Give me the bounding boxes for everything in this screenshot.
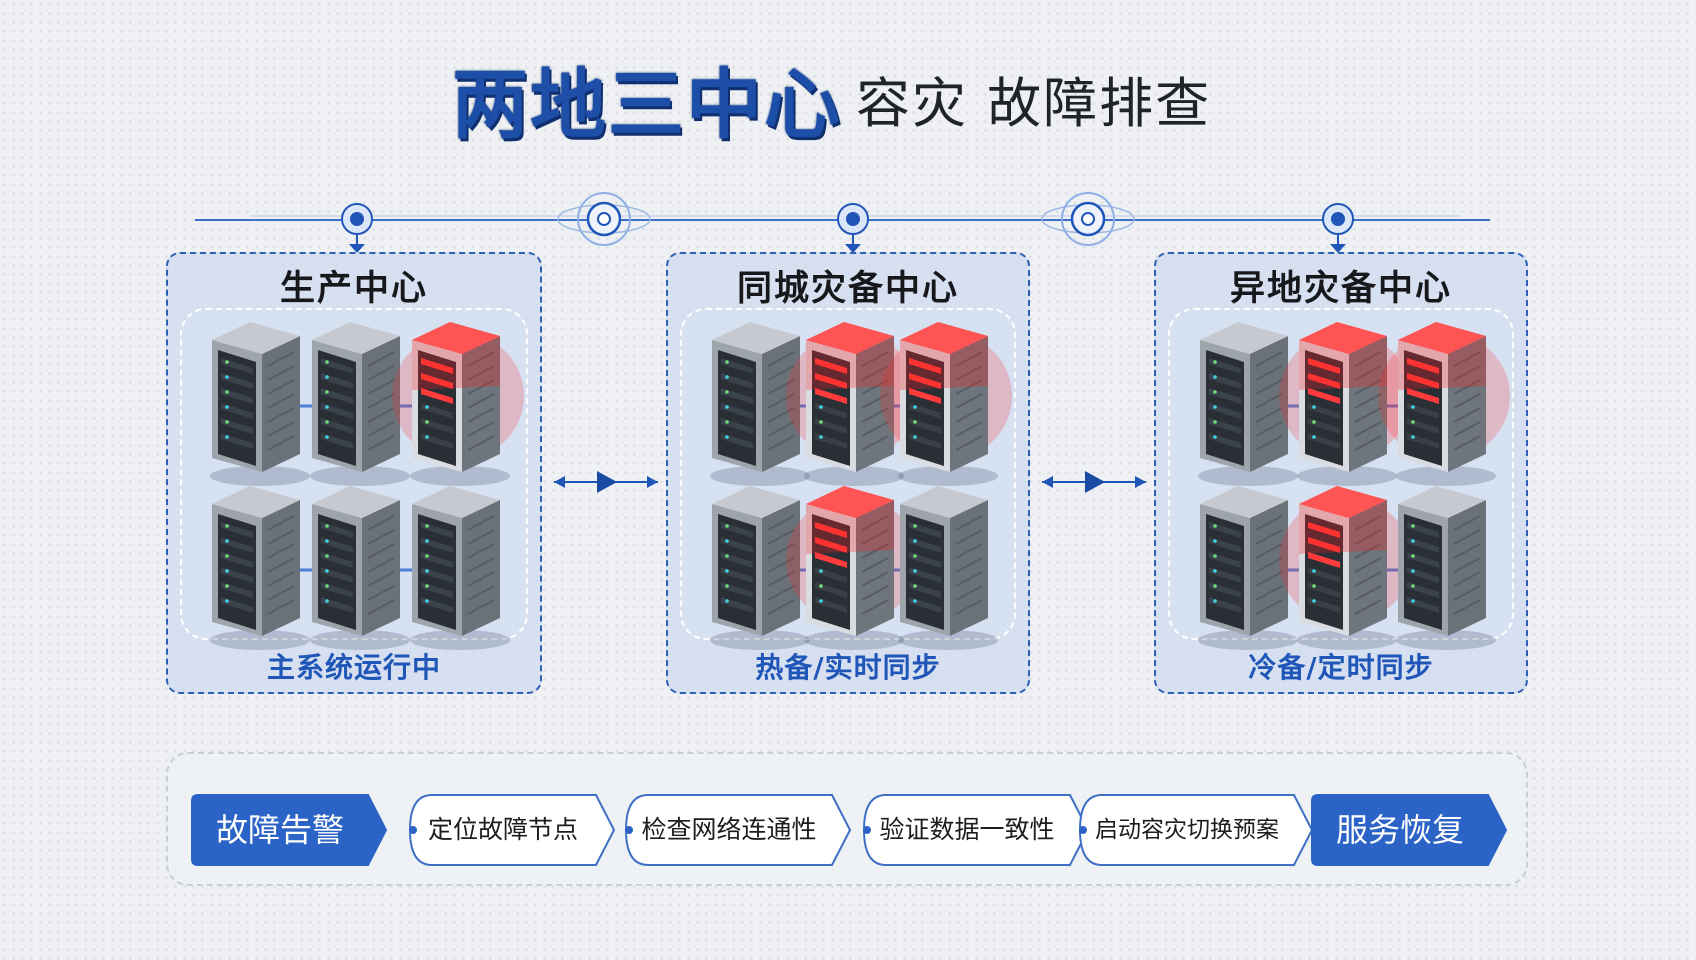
- center-same-city-dr: 同城灾备中心 热备/实时同步: [666, 252, 1030, 694]
- server-rack-icon: [1378, 322, 1510, 486]
- center-title: 异地灾备中心: [1229, 269, 1452, 309]
- flow-step-shape: [191, 794, 388, 866]
- server-rack-icon: [1396, 486, 1496, 650]
- page-title: 两地三中心 容灾 故障排查: [452, 48, 1212, 149]
- server-grid: [710, 322, 1012, 650]
- center-title: 生产中心: [279, 269, 428, 309]
- flow-connector-dot: [863, 826, 871, 834]
- flow-connector-dot: [1311, 826, 1319, 834]
- flow-step-start-failover: 启动容灾切换预案: [1095, 817, 1279, 843]
- flow-step-shape: [408, 794, 616, 866]
- title-sub: 容灾 故障排查: [856, 71, 1212, 135]
- center-title: 同城灾备中心: [736, 269, 959, 309]
- bidirectional-arrow-icon: [1042, 471, 1146, 493]
- flow-step-check-network: 检查网络连通性: [641, 815, 817, 844]
- server-rack-icon: [1198, 322, 1298, 486]
- server-rack-icon: [786, 322, 918, 486]
- location-pin-icon: [837, 203, 869, 253]
- center-status: 热备/实时同步: [755, 651, 941, 684]
- flow-connector-dot: [625, 826, 633, 834]
- center-status: 主系统运行中: [266, 651, 441, 684]
- server-rack-icon: [392, 322, 524, 486]
- flow-step-shape: [624, 794, 852, 866]
- center-remote-dr: 异地灾备中心 冷备/定时同步: [1154, 252, 1528, 694]
- server-rack-icon: [310, 322, 410, 486]
- server-rack-icon: [310, 486, 410, 650]
- flow-step-fault-alert: 故障告警: [215, 811, 344, 849]
- server-rack-icon: [786, 486, 918, 650]
- server-rack-icon: [710, 322, 810, 486]
- location-pin-icon: [1322, 203, 1354, 253]
- title-main: 两地三中心: [452, 60, 842, 149]
- server-rack-icon: [1198, 486, 1298, 650]
- flow-step-locate-node: 定位故障节点: [427, 815, 578, 844]
- flow-step-service-restore: 服务恢复: [1335, 811, 1464, 849]
- flow-step-verify-data: 验证数据一致性: [879, 815, 1055, 844]
- flow-connector-dot: [409, 826, 417, 834]
- flow-step-shape: [1078, 794, 1314, 866]
- location-pin-icon: [341, 203, 373, 253]
- server-rack-icon: [210, 322, 310, 486]
- sync-ring-icon: [557, 192, 651, 246]
- server-rack-icon: [710, 486, 810, 650]
- flow-connector-dot: [1079, 826, 1087, 834]
- server-rack-icon: [1279, 322, 1411, 486]
- center-production: 生产中心 主系统运行中: [166, 252, 542, 694]
- sync-ring-icon: [1041, 192, 1135, 246]
- flow-step-shape: [862, 794, 1090, 866]
- server-grid: [1198, 322, 1510, 650]
- server-rack-icon: [1279, 486, 1411, 650]
- server-grid: [210, 322, 524, 650]
- server-rack-icon: [898, 486, 998, 650]
- flow-step-shape: [1311, 794, 1508, 866]
- center-status: 冷备/定时同步: [1248, 651, 1434, 684]
- server-rack-icon: [410, 486, 510, 650]
- bidirectional-arrow-icon: [554, 471, 658, 493]
- server-rack-icon: [210, 486, 310, 650]
- server-rack-icon: [880, 322, 1012, 486]
